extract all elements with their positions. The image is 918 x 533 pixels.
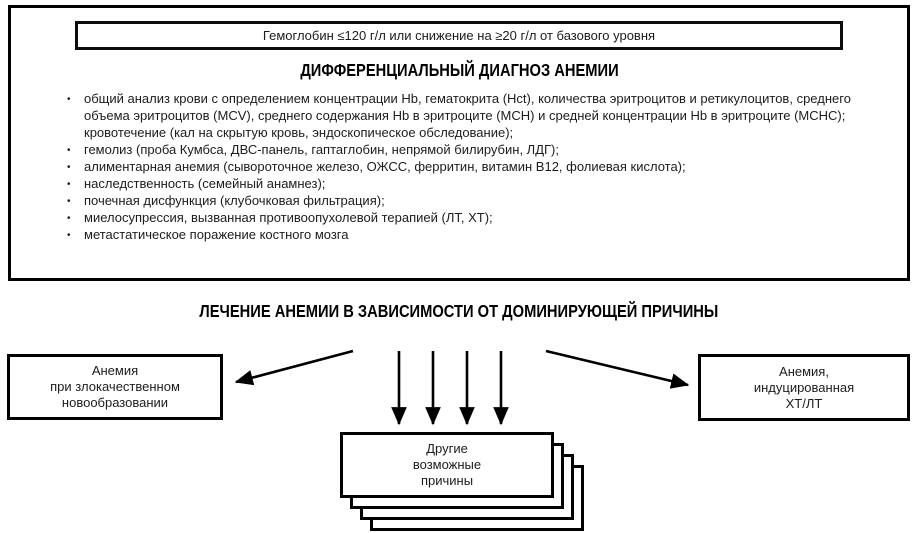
arrow-to-malignancy-box-icon [234, 349, 354, 386]
malignancy-anemia-label: Анемия при злокачественном новообразован… [50, 363, 180, 410]
hemoglobin-threshold-text: Гемоглобин ≤120 г/л или снижение на ≥20 … [262, 28, 656, 43]
treatment-heading: ЛЕЧЕНИЕ АНЕМИИ В ЗАВИСИМОСТИ ОТ ДОМИНИРУ… [199, 301, 719, 321]
list-item: общий анализ крови с определением концен… [58, 90, 892, 141]
list-item: гемолиз (проба Кумбса, ДВС-панель, гапта… [58, 141, 892, 159]
differential-diagnosis-title: ДИФФЕРЕНЦИАЛЬНЫЙ ДИАГНОЗ АНЕМИИ [299, 60, 619, 80]
list-item: метастатическое поражение костного мозга [58, 226, 892, 244]
hemoglobin-threshold-box: Гемоглобин ≤120 г/л или снижение на ≥20 … [75, 21, 843, 50]
list-item: алиментарная анемия (сывороточное железо… [58, 158, 892, 176]
diagnosis-bullet-list: общий анализ крови с определением концен… [58, 90, 892, 244]
malignancy-anemia-box: Анемия при злокачественном новообразован… [7, 354, 223, 420]
list-item: наследственность (семейный анамнез); [58, 175, 892, 193]
chemo-induced-anemia-box: Анемия, индуцированная ХТ/ЛТ [698, 354, 910, 421]
other-causes-label: Другие возможные причины [412, 441, 482, 488]
list-item: миелосупрессия, вызванная противоопухоле… [58, 209, 892, 227]
arrow-to-chemo-box-icon [545, 349, 690, 389]
chemo-induced-anemia-label: Анемия, индуцированная ХТ/ЛТ [753, 363, 855, 411]
list-item: почечная дисфункция (клубочковая фильтра… [58, 192, 892, 210]
other-causes-box: Другие возможные причины [340, 432, 554, 498]
